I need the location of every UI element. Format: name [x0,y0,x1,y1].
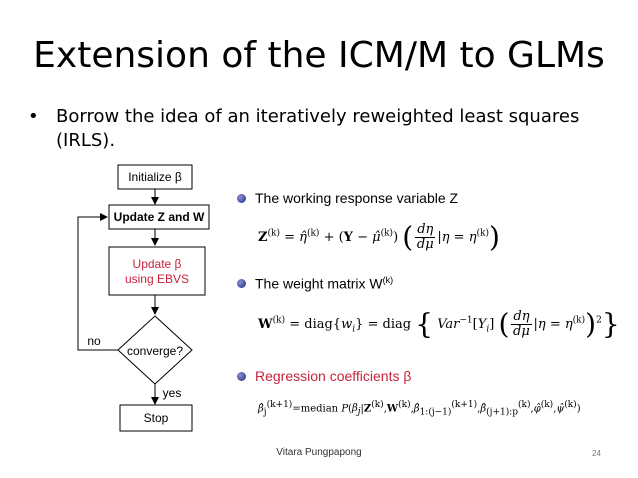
update-zw-label: Update Z and W [114,210,205,224]
slide-title: Extension of the ICM/M to GLMs [33,35,605,76]
bullet-text: Borrow the idea of an iteratively reweig… [56,106,580,151]
median-word: median [300,403,339,415]
update-beta-label-1: Update β [133,257,182,271]
item-regression: Regression coefficients β [237,368,412,384]
footer-author: Vitara Pungpapong [276,447,362,458]
decision-label: converge? [127,344,183,358]
update-zw-box [108,204,210,230]
item-weight-matrix: The weight matrix W(k) [237,275,394,292]
stop-label: Stop [144,411,169,425]
item-working-response: The working response variable Z [237,190,459,206]
item2-text: The weight matrix W [255,275,383,292]
yes-label: yes [163,386,182,400]
update-beta-box [108,246,206,296]
page-number: 24 [592,449,601,458]
main-bullet: • Borrow the idea of an iteratively rewe… [28,105,618,153]
item-dot [237,194,246,203]
item3-text: Regression coefficients β [255,368,412,384]
stop-box [119,404,193,432]
update-beta-label-2: using EBVS [125,272,189,286]
no-label: no [87,334,101,348]
item1-text: The working response variable Z [255,190,459,206]
init-box [117,164,193,190]
loop-line [77,213,118,351]
item-dot [237,372,246,381]
init-label: Initialize β [128,170,182,184]
bullet-dot: • [28,106,39,127]
equation-beta: β̂j(k+1)=median P(βj|Z(k),W(k),β̂1:(j−1)… [258,400,581,418]
item-dot [237,279,246,288]
item2-sup: (k) [382,275,394,285]
